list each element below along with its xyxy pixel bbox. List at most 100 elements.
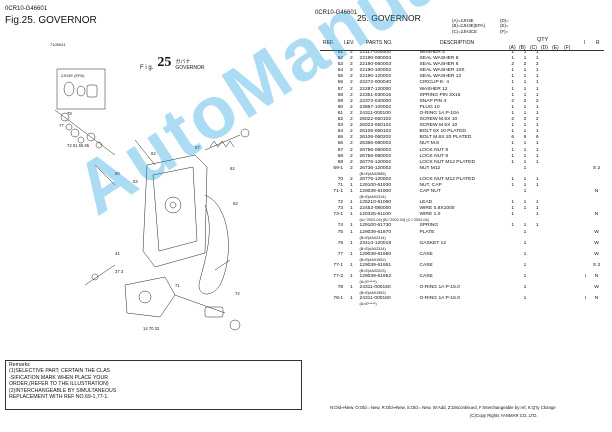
i-cell: I — [584, 296, 587, 302]
qty-cell: 1 — [523, 229, 527, 235]
description-cell: SPRING PIN 3X16 — [419, 92, 461, 98]
r-cell: N — [594, 296, 599, 302]
svg-text:62: 62 — [230, 166, 235, 171]
qty-cell: 1 — [523, 182, 527, 188]
qty-cell: 1 — [535, 80, 539, 86]
qty-cell: 1 — [511, 200, 515, 206]
legend-key: (C)=2JH3CE — [452, 28, 478, 34]
r-cell: N — [594, 273, 599, 279]
ref-cell: 71 — [337, 182, 344, 188]
part-number-cell: 26023-050102 — [359, 123, 392, 129]
svg-text:71: 71 — [175, 283, 180, 288]
qty-cell: 1 — [511, 68, 515, 74]
legend-val: (D)= — [500, 18, 509, 23]
description-cell: CASE — [419, 262, 433, 268]
ref-cell: 65 — [337, 135, 344, 141]
description-cell: LOCK NUT 8 — [419, 147, 449, 153]
ref-cell: 63 — [337, 123, 344, 129]
description-cell: WIRE 0.8X1000 — [419, 206, 455, 212]
qty-cell: 2 — [535, 98, 539, 104]
part-number-cell: 120325-61100 — [359, 212, 391, 218]
qty-cell: 1 — [511, 206, 515, 212]
description-cell: O-RING 1A P-16.0 — [419, 296, 460, 302]
qty-cell: 1 — [523, 200, 527, 206]
qty-cell: 1 — [535, 129, 539, 135]
qty-cell: 1 — [511, 50, 515, 55]
legend-key: (B)=2JH3E(EPA) — [452, 23, 485, 29]
col-c-header: (C) — [530, 45, 537, 51]
part-number-cell: 26106-060202 — [359, 135, 392, 141]
parts-row-note: (A="2002.04) (B="2002.04) (C="2002.04) — [320, 218, 602, 223]
ref-cell: 64 — [337, 129, 344, 135]
description-cell: LOCK NUT M12 PLATED — [419, 159, 475, 165]
lev-cell: 2 — [349, 153, 353, 159]
part-number-cell: 22372-040000 — [359, 98, 392, 104]
r-cell: W — [594, 229, 599, 235]
lev-header: LEV. — [344, 40, 355, 46]
lev-cell: 1 — [349, 262, 353, 268]
svg-text:60: 60 — [115, 171, 120, 176]
ref-cell: 54 — [337, 68, 344, 74]
ref-cell: 74 — [337, 223, 344, 229]
part-number-cell: 22453-080000 — [359, 206, 392, 212]
ref-cell: 73-1 — [333, 212, 344, 218]
qty-cell: 1 — [511, 110, 515, 116]
parts-row-note: (B=E)#A01952) — [320, 291, 602, 296]
svg-text:37 3: 37 3 — [115, 269, 124, 274]
qty-cell: 1 — [511, 104, 515, 110]
remarks-line: -SIFICATION MARK WHEN PLACE YOUR — [9, 374, 108, 381]
parts-row-note: (B=E)#A02314) — [320, 247, 602, 252]
description-cell: WASHER 4 — [419, 50, 445, 55]
qty-cell: 1 — [523, 206, 527, 212]
lev-cell: 2 — [349, 86, 353, 92]
description-cell: PLUG 10 — [419, 104, 440, 110]
qty-cell: 2 — [511, 62, 515, 68]
ref-cell: 51 — [337, 50, 344, 55]
part-number-cell: 129039-61950 — [359, 251, 392, 257]
serial-note: (B=E)#A01952) — [359, 291, 386, 296]
ref-cell: 70 — [337, 176, 344, 182]
lev-cell: 2 — [349, 80, 353, 86]
remarks-line: (2)INTERCHANGEABLE BY SIMULTANEOUS — [9, 387, 117, 394]
qty-cell: 1 — [523, 240, 527, 246]
ref-cell: 68 — [337, 153, 344, 159]
part-number-cell: 129039-61970 — [359, 229, 392, 235]
ref-cell: 69 — [337, 159, 344, 165]
part-number-cell: 22190-060003 — [359, 62, 392, 68]
part-number-cell: 22190-120002 — [359, 74, 392, 80]
qty-cell: 1 — [523, 50, 527, 55]
qty-cell: 1 — [511, 153, 515, 159]
part-number-cell: 22287-120000 — [359, 86, 392, 92]
ref-cell: 77 — [337, 251, 344, 257]
parts-row-note: (A=E*****) — [320, 302, 602, 307]
lev-cell: 1 — [349, 273, 353, 279]
lev-cell: 1 — [349, 223, 353, 229]
part-number-cell: 129039-61952 — [359, 273, 392, 279]
part-number-cell: 26022-050102 — [359, 117, 392, 123]
description-cell: SCREW M.5X 10 — [419, 117, 458, 123]
ref-cell: 67 — [337, 147, 344, 153]
part-number-cell: 23867-100002 — [359, 104, 392, 110]
description-cell: LEAD — [419, 200, 433, 206]
lev-cell: 2 — [349, 110, 353, 116]
section-title: 25. GOVERNOR — [357, 13, 421, 23]
qty-cell: 2 — [523, 62, 527, 68]
lev-cell: 2 — [349, 165, 353, 171]
ref-cell: 76 — [337, 240, 344, 246]
inset-box — [56, 68, 106, 110]
qty-cell: 1 — [535, 104, 539, 110]
lev-cell: 2 — [349, 159, 353, 165]
r-cell: S 2 — [592, 262, 601, 268]
part-number-cell: 26776-120002 — [359, 176, 392, 182]
